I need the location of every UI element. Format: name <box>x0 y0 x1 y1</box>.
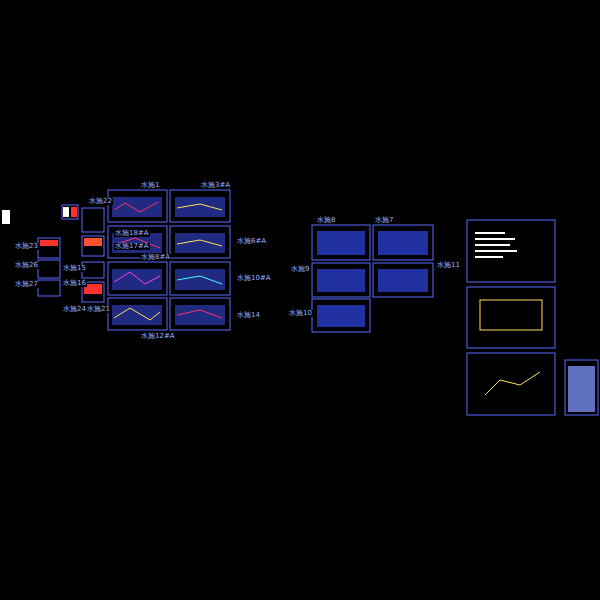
sheet-label: 水施16 <box>62 280 87 287</box>
sheet-label: 水施22 <box>88 198 113 205</box>
sheet-contents <box>2 197 595 412</box>
sheet-label: 水施17#A <box>114 243 150 250</box>
sheet-label: 水施8#A <box>140 254 171 261</box>
sheet-frames <box>38 190 598 415</box>
sheet-label: 水施14 <box>236 312 261 319</box>
sheet-label: 水施21 <box>86 306 111 313</box>
sheet-label: 水施3#A <box>200 182 231 189</box>
sheet-label: 水施15 <box>62 265 87 272</box>
sheet-label: 水施6#A <box>236 238 267 245</box>
sheet-label: 水施7 <box>374 217 394 224</box>
sheet-label: 水施12#A <box>140 333 176 340</box>
sheet-label: 水施9 <box>290 266 310 273</box>
sheet-label: 水施24 <box>62 306 87 313</box>
sheet-label: 水施11 <box>436 262 461 269</box>
sheet-label: 水施27 <box>14 281 39 288</box>
sheet-label: 水施10#A <box>236 275 272 282</box>
sheet-label: 水施18#A <box>114 230 150 237</box>
sheet-label: 水施10 <box>288 310 313 317</box>
sheet-label: 水施23 <box>14 243 39 250</box>
sheet-label: 水施26 <box>14 262 39 269</box>
sheet-label: 水施1 <box>140 182 160 189</box>
sheet-label: 水施8 <box>316 217 336 224</box>
